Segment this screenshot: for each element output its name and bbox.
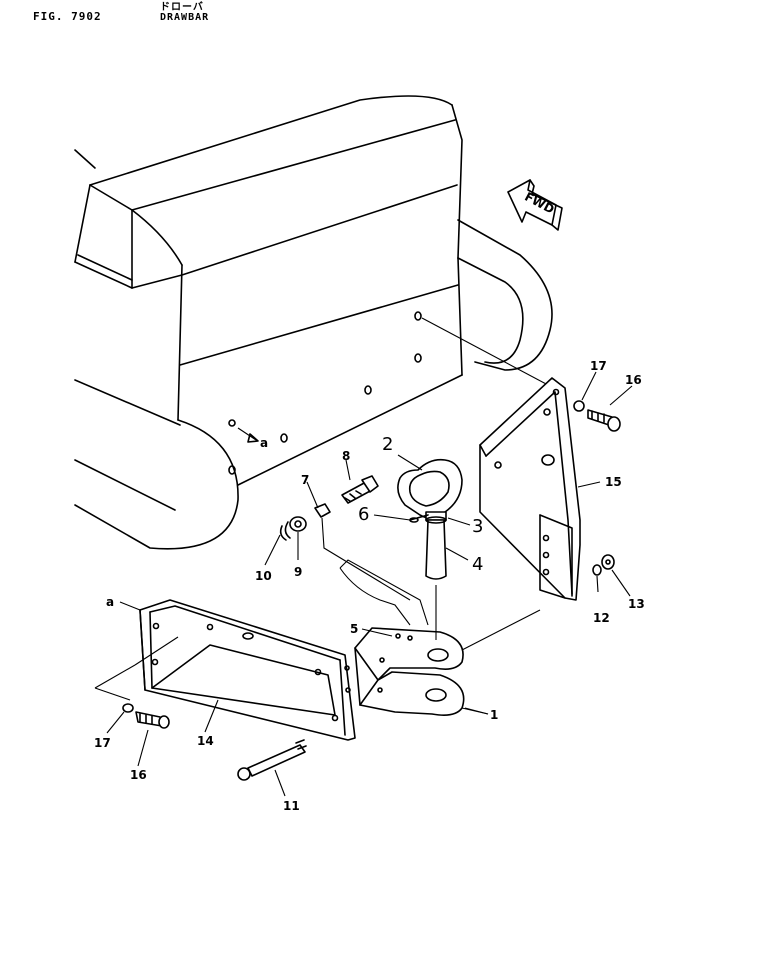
- drawbar: [354, 609, 541, 716]
- small-hardware-upper: [279, 475, 411, 601]
- callout-15: 15: [605, 475, 622, 489]
- callout-3: 3: [472, 516, 483, 537]
- callout-17-lower: 17: [94, 736, 111, 750]
- callout-7: 7: [301, 473, 309, 487]
- callout-4: 4: [472, 554, 483, 575]
- drawbar-pin-assembly: [339, 458, 463, 640]
- reference-leader-lower: [119, 601, 141, 611]
- callout-6: 6: [358, 504, 369, 525]
- callout-14: 14: [197, 734, 214, 748]
- callout-10: 10: [255, 569, 272, 583]
- callout-16-lower: 16: [130, 768, 147, 782]
- figure-title-japanese: ドローバ: [160, 2, 204, 13]
- reference-mark-lower: a: [106, 595, 114, 609]
- callout-13: 13: [628, 597, 645, 611]
- reference-mark-upper: a: [260, 436, 268, 450]
- tractor-rear-body: [74, 95, 553, 550]
- callout-2: 2: [382, 434, 393, 455]
- callout-12: 12: [593, 611, 610, 625]
- callout-17-upper: 17: [590, 359, 607, 373]
- forward-direction-arrow: FWD: [507, 179, 563, 231]
- figure-number: FIG. 7902: [33, 10, 102, 23]
- callout-1: 1: [490, 708, 498, 722]
- reference-arrow-upper: [247, 433, 259, 443]
- callout-11: 11: [283, 799, 300, 813]
- lower-bolt-set: [122, 703, 170, 729]
- callout-leaders: [106, 371, 633, 797]
- figure-title: DRAWBAR: [160, 12, 210, 23]
- nut-and-washer: [592, 554, 615, 576]
- reference-leader-upper: [237, 427, 257, 441]
- right-bracket: [479, 377, 581, 601]
- callout-9: 9: [294, 565, 302, 579]
- callout-5: 5: [350, 622, 358, 636]
- left-bracket: [94, 599, 356, 741]
- upper-bolt-set: [573, 400, 621, 432]
- long-bolt: [237, 739, 307, 781]
- callout-16-upper: 16: [625, 373, 642, 387]
- callout-8: 8: [342, 449, 350, 463]
